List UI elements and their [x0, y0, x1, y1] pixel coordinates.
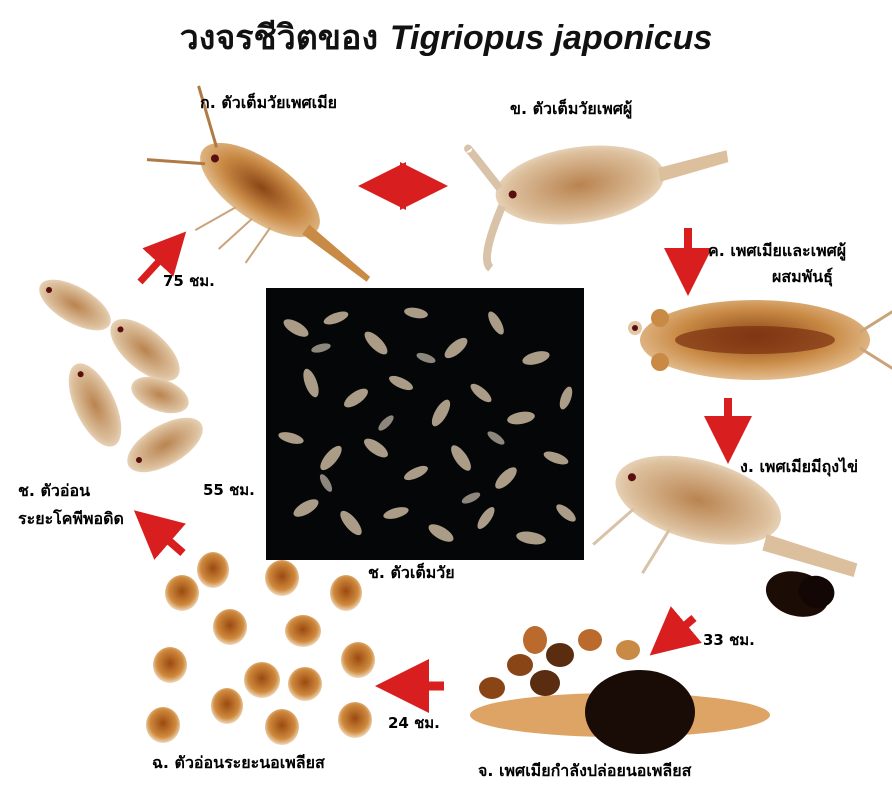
label-mating-line1: ค. เพศเมียและเพศผู้ — [708, 240, 846, 262]
copepodid-larvae-group — [31, 269, 211, 483]
label-nauplius: ฉ. ตัวอ่อนระยะนอเพลียส — [152, 752, 325, 774]
label-gravid-female: ง. เพศเมียมีถุงไข่ — [740, 456, 858, 478]
label-releasing-nauplii: จ. เพศเมียกำลังปล่อยนอเพลียส — [478, 760, 691, 782]
adult-swarm-graphic — [266, 288, 584, 560]
arrow-nauplius-to-copepodid — [152, 526, 183, 553]
label-adult-female: ก. ตัวเต็มวัยเพศเมีย — [200, 92, 337, 114]
nauplius-larvae-group — [146, 552, 375, 745]
adult-male-copepod — [468, 113, 738, 269]
label-adult-male: ข. ตัวเต็มวัยเพศผู้ — [510, 98, 632, 120]
adult-swarm-photo — [266, 288, 584, 560]
label-center-adults: ช. ตัวเต็มวัย — [368, 562, 455, 584]
label-mating-line2: ผสมพันธุ์ — [772, 266, 833, 288]
duration-24h: 24 ชม. — [388, 711, 440, 735]
label-copepodid-line1: ช. ตัวอ่อน — [18, 480, 90, 502]
mating-pair-copepods — [628, 300, 892, 380]
label-copepodid-line2: ระยะโคพีพอดิด — [18, 508, 124, 530]
duration-33h: 33 ชม. — [703, 628, 755, 652]
arrow-gravid-to-release — [668, 618, 694, 640]
duration-75h: 75 ชม. — [163, 269, 215, 293]
duration-55h: 55 ชม. — [203, 478, 255, 502]
